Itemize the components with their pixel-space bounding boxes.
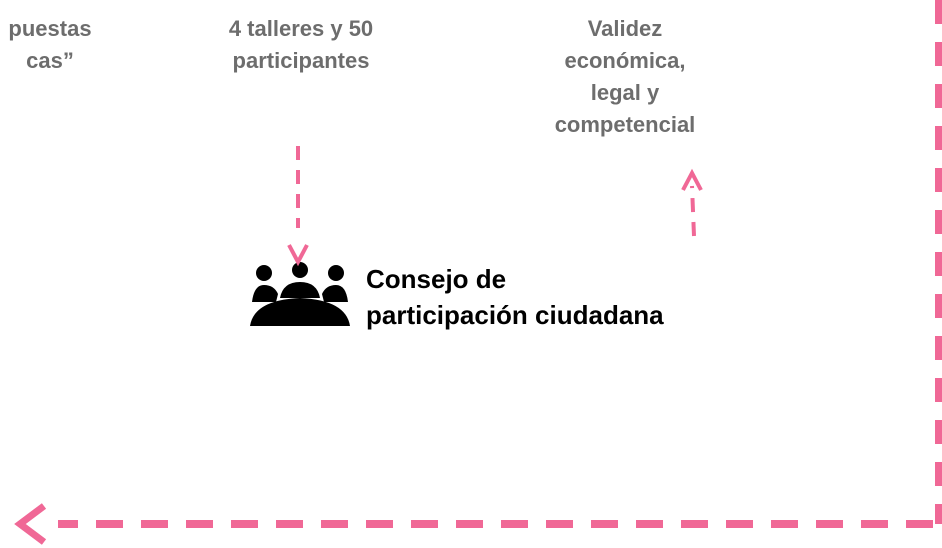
council-title: Consejo de participación ciudadana	[366, 261, 664, 333]
partial-label-left-line2: cas”	[26, 48, 74, 73]
validity-label-line3: legal y	[590, 80, 660, 105]
people-group-icon	[250, 262, 350, 326]
validity-label-line1: Validez	[587, 16, 663, 41]
council-title-line1: Consejo de	[366, 264, 507, 294]
partial-label-left: puestas cas”	[0, 13, 130, 77]
down-arrow-head	[287, 244, 309, 267]
partial-label-left-line1: puestas	[8, 16, 92, 41]
workshops-label-line1: 4 talleres y 50	[228, 16, 374, 41]
workshops-label-line2: participantes	[232, 48, 370, 73]
validity-label-line4: competencial	[554, 112, 696, 137]
validity-label: Validez económica, legal y competencial	[520, 13, 730, 141]
left-arrow-head	[14, 503, 47, 545]
workshops-label: 4 talleres y 50 participantes	[196, 13, 406, 77]
council-title-line2: participación ciudadana	[366, 300, 664, 330]
validity-label-line2: económica,	[564, 48, 686, 73]
up-arrow-head	[681, 168, 703, 191]
up-arrow-line	[690, 185, 696, 237]
